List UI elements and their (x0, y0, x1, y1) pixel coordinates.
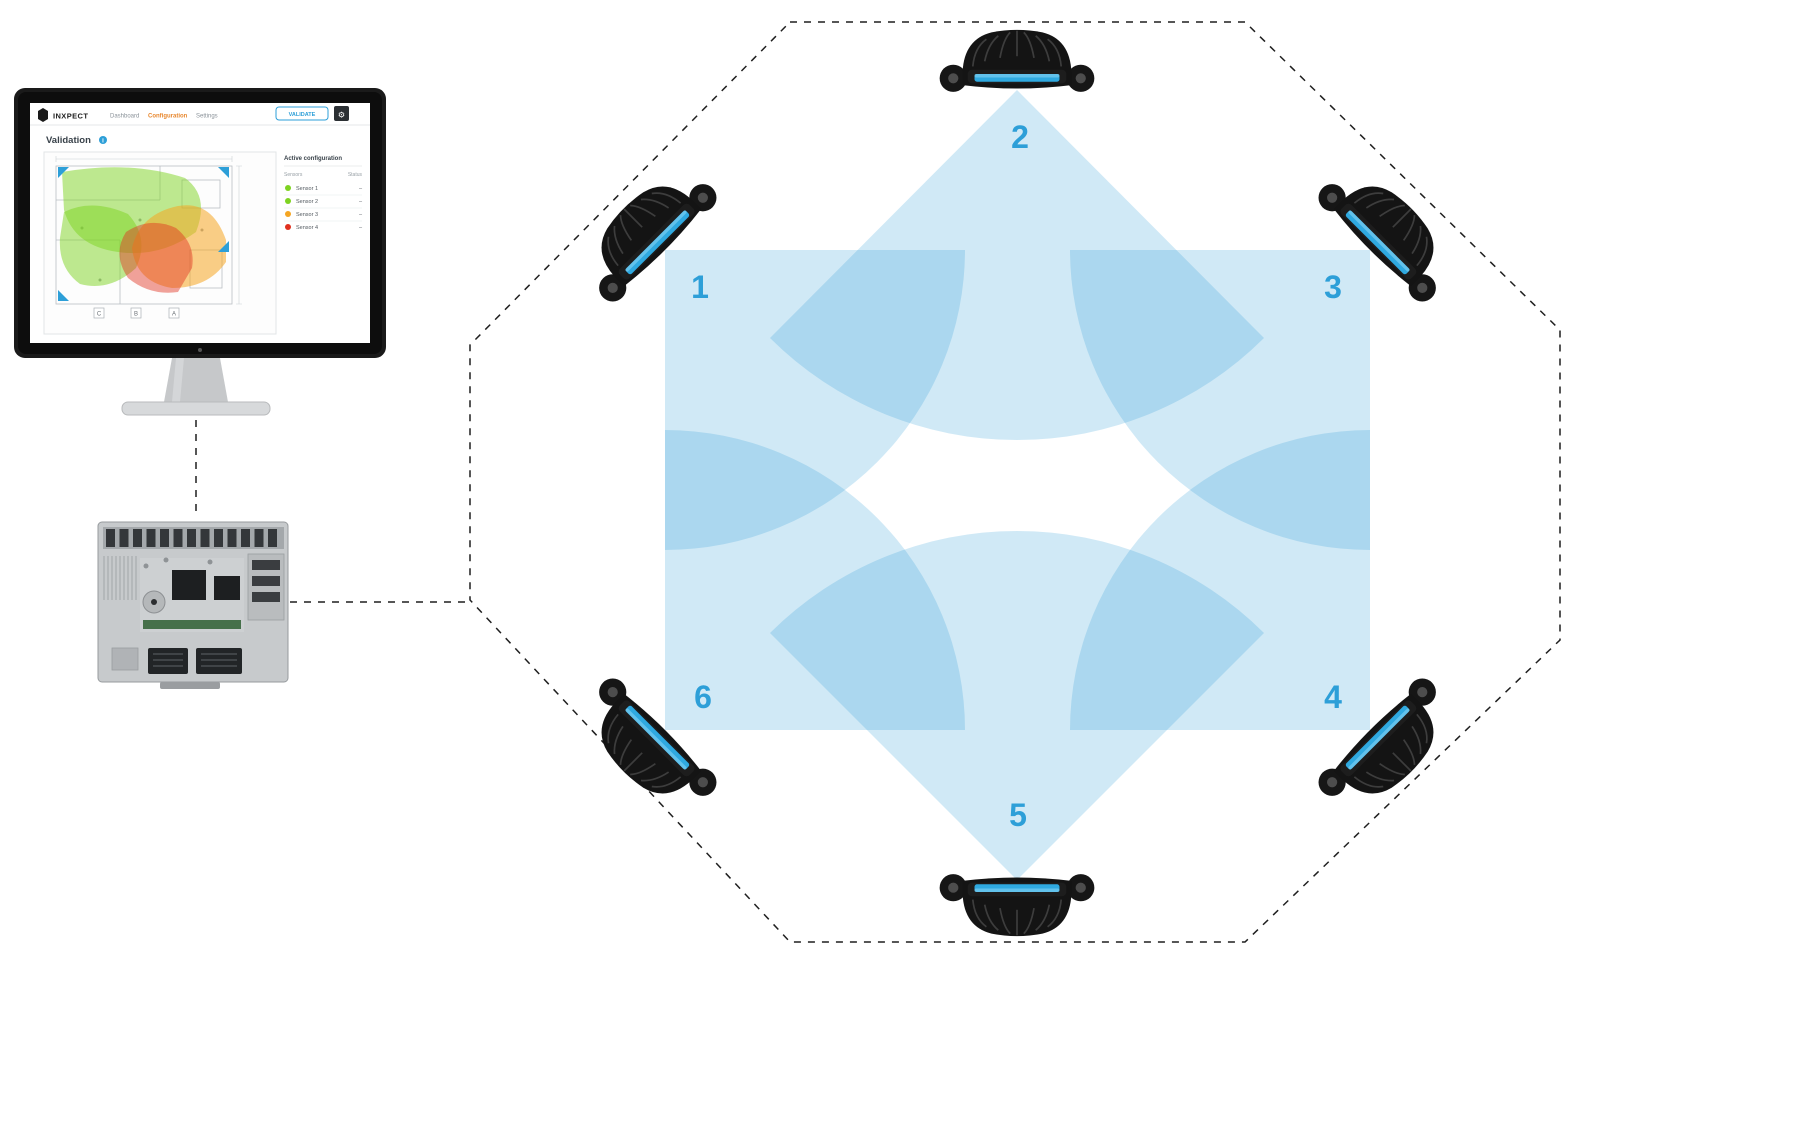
sensor-2-field (770, 90, 1264, 441)
sensor-5-field (770, 530, 1264, 880)
svg-text:B: B (134, 312, 138, 318)
sensor-4-label: 4 (1324, 679, 1342, 715)
din-clip (160, 682, 220, 689)
radar-detection-fields (665, 90, 1370, 880)
svg-text:–: – (359, 186, 363, 192)
nav-item-configuration[interactable]: Configuration (148, 114, 188, 120)
radar-sensor-2 (938, 28, 1096, 93)
bus-connector (196, 648, 242, 674)
panel-row[interactable]: Sensor 2 – (284, 198, 363, 209)
panel-title: Active configuration (284, 156, 342, 162)
bus-connector (148, 648, 188, 674)
gear-icon: ⚙ (338, 111, 345, 120)
svg-text:C: C (97, 312, 102, 318)
sensor-1-label: 1 (691, 269, 709, 305)
pcb-edge (143, 620, 241, 629)
nav-item-dashboard[interactable]: Dashboard (110, 114, 139, 120)
sensor-2-label: 2 (1011, 119, 1029, 155)
monitor-logo-dot (198, 348, 202, 352)
nav-item-settings[interactable]: Settings (196, 114, 218, 120)
monitor: INXPECT Dashboard Configuration Settings… (14, 88, 386, 416)
validation-panel: Active configuration Sensors Status Sens… (284, 156, 363, 231)
panel-row[interactable]: Sensor 3 – (284, 211, 363, 222)
app-logo-icon (38, 108, 48, 122)
svg-text:–: – (359, 199, 363, 205)
app-menu-button[interactable] (334, 106, 349, 121)
sensor-3-label: 3 (1324, 269, 1342, 305)
radio-chip (214, 576, 240, 600)
svg-text:–: – (359, 225, 363, 231)
sensor-5-label: 5 (1009, 797, 1027, 833)
inxpect-app: INXPECT Dashboard Configuration Settings… (30, 106, 370, 335)
app-brand: INXPECT (53, 112, 88, 121)
coverage-zone-green-b (59, 205, 142, 286)
svg-text:Sensor 3: Sensor 3 (296, 212, 318, 218)
svg-text:Sensor 4: Sensor 4 (296, 225, 318, 231)
plan-grid-labels: C B A (93, 307, 180, 319)
sensor-number-labels: 1 2 3 4 5 6 (691, 119, 1342, 833)
panel-col-status: Status (348, 172, 363, 178)
sensor-3-field (1070, 250, 1370, 550)
svg-text:Sensor 2: Sensor 2 (296, 199, 318, 205)
plan-sensor-marker (58, 167, 69, 178)
sensor-ring-perimeter (469, 21, 1561, 943)
validate-button-label: VALIDATE (289, 112, 316, 118)
sensor-4-field (1070, 430, 1370, 730)
cooling-fins (103, 556, 137, 600)
info-icon[interactable] (99, 136, 107, 144)
panel-col-sensors: Sensors (284, 172, 303, 178)
control-unit (97, 521, 289, 689)
plan-sensor-marker (218, 241, 229, 252)
svg-text:–: – (359, 212, 363, 218)
floorplan-validation-map: C B A (43, 151, 277, 335)
coverage-zone-orange (132, 205, 226, 288)
panel-row[interactable]: Sensor 4 – (285, 224, 363, 231)
panel-row[interactable]: Sensor 1 – (284, 185, 363, 196)
coverage-zone-red (119, 222, 193, 293)
dimension-lines (55, 156, 242, 305)
plan-sensor-marker (218, 167, 229, 178)
validate-button[interactable] (275, 106, 329, 121)
radar-sensor-5 (938, 873, 1096, 938)
sensor-6-label: 6 (694, 679, 712, 715)
svg-text:A: A (172, 312, 176, 318)
page-title: Validation (46, 135, 91, 146)
processor-chip (172, 570, 206, 600)
sensor-6-field (665, 430, 965, 730)
monitor-stand-base (121, 401, 271, 416)
svg-text:Sensor 1: Sensor 1 (296, 186, 318, 192)
sensor-1-field (665, 250, 965, 550)
plan-sensor-marker (58, 290, 69, 301)
svg-text:i: i (102, 139, 104, 145)
